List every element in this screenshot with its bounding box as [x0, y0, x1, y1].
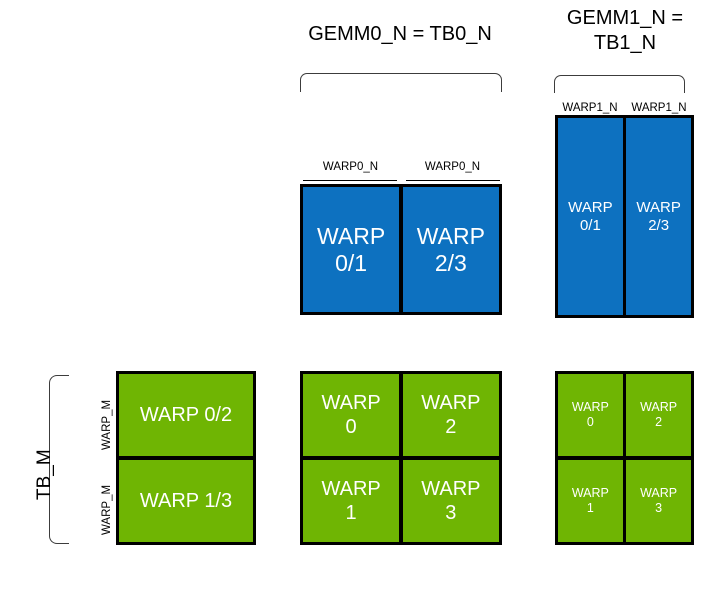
tb-m-operand-block: WARP 0/2 WARP 1/3: [116, 371, 256, 545]
gemm1-heading: GEMM1_N = TB1_N: [566, 7, 684, 54]
green-left-cell-warp-02[interactable]: WARP 0/2: [119, 374, 253, 457]
green-right-cell-warp-0[interactable]: WARP 0: [558, 374, 623, 457]
green-mid-cell-warp-2[interactable]: WARP 2: [402, 374, 499, 457]
tb-m-label: TB_M: [34, 449, 55, 500]
green-right-cell-warp-2[interactable]: WARP 2: [626, 374, 691, 457]
gemm1-output-block: WARP 0 WARP 2 WARP 1 WARP 3: [555, 371, 694, 545]
gemm0-output-row-bottom: WARP 1 WARP 3: [303, 459, 499, 542]
green-mid-cell-warp-1[interactable]: WARP 1: [303, 459, 400, 542]
warp-m-top-label: WARP_M: [101, 399, 113, 450]
warp0-n-left-label: WARP0_N: [322, 161, 379, 173]
blue-cell-warp-23[interactable]: WARP 2/3: [402, 187, 499, 312]
warp0-n-right-label: WARP0_N: [424, 161, 481, 173]
blue-cell-warp-01[interactable]: WARP 0/1: [303, 187, 400, 312]
tb-m-span-brace: [49, 375, 69, 544]
warp1-n-right-label: WARP1_N: [631, 102, 687, 114]
gemm0-output-row-top: WARP 0 WARP 2: [303, 374, 499, 457]
gemm0-heading: GEMM0_N = TB0_N: [308, 23, 492, 45]
gemm1-output-row-top: WARP 0 WARP 2: [558, 374, 691, 457]
gemm1-span-brace: [554, 75, 685, 93]
warp0-n-left-tick: [303, 180, 397, 181]
warp1-n-left-label: WARP1_N: [562, 102, 618, 114]
gemm1-output-row-bottom: WARP 1 WARP 3: [558, 459, 691, 542]
green-right-cell-warp-1[interactable]: WARP 1: [558, 459, 623, 542]
green-mid-cell-warp-3[interactable]: WARP 3: [402, 459, 499, 542]
gemm0-output-block: WARP 0 WARP 2 WARP 1 WARP 3: [300, 371, 502, 545]
green-mid-cell-warp-0[interactable]: WARP 0: [303, 374, 400, 457]
green-left-cell-warp-13[interactable]: WARP 1/3: [119, 459, 253, 542]
blue1-cell-warp-01[interactable]: WARP 0/1: [558, 118, 623, 315]
warp0-n-right-tick: [406, 180, 500, 181]
green-right-cell-warp-3[interactable]: WARP 3: [626, 459, 691, 542]
blue1-cell-warp-23[interactable]: WARP 2/3: [626, 118, 691, 315]
gemm0-accumulator-block: WARP 0/1 WARP 2/3: [300, 184, 502, 315]
warp-m-bottom-label: WARP_M: [101, 484, 113, 535]
gemm0-span-brace: [300, 73, 502, 92]
gemm1-accumulator-block: WARP 0/1 WARP 2/3: [555, 115, 694, 318]
